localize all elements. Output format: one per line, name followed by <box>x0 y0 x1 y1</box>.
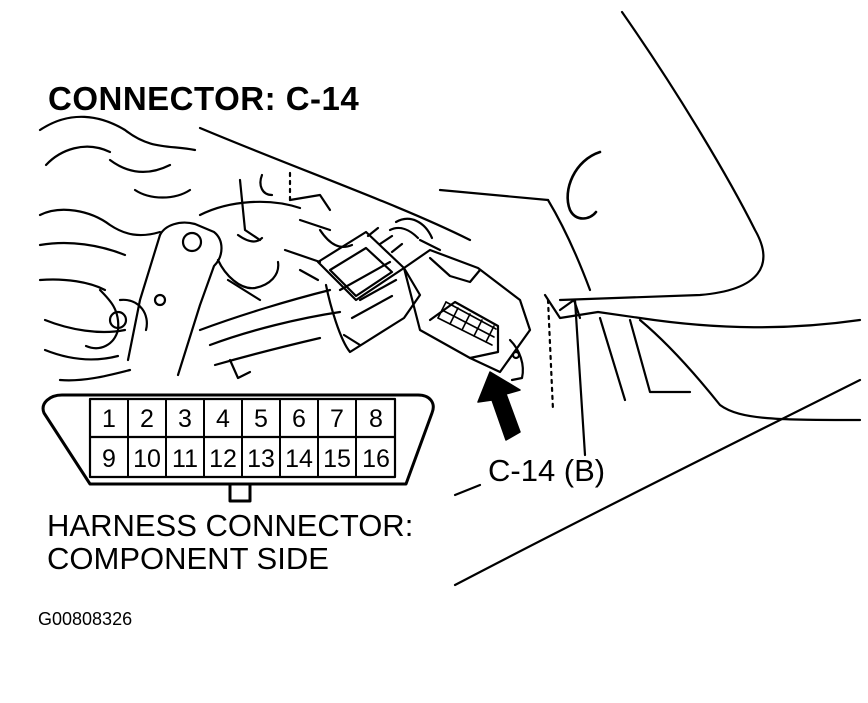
figure-id: G00808326 <box>38 609 133 629</box>
pin-label: 10 <box>133 445 161 473</box>
connector-label-line1: HARNESS CONNECTOR: <box>47 508 414 543</box>
pin-label: 15 <box>323 445 351 473</box>
pin-label: 9 <box>102 445 116 473</box>
connector-callout: C-14 (B) <box>488 453 606 488</box>
pin-label: 5 <box>254 405 268 433</box>
vehicle-linework <box>38 10 862 587</box>
pin-label: 6 <box>292 405 306 433</box>
pin-label: 11 <box>172 445 198 473</box>
connector-face <box>41 393 435 503</box>
pin-label: 7 <box>330 405 344 433</box>
pin-label: 1 <box>102 405 116 433</box>
pin-label: 8 <box>369 405 383 433</box>
pin-label: 12 <box>209 445 237 473</box>
connector-label-line2: COMPONENT SIDE <box>47 541 329 576</box>
diagram-title: CONNECTOR: C-14 <box>48 80 360 117</box>
pin-label: 3 <box>178 405 192 433</box>
pin-label: 13 <box>247 445 275 473</box>
pin-numbers: 1 2 3 4 5 6 7 8 9 10 11 12 13 14 15 16 <box>102 405 390 473</box>
pin-label: 14 <box>285 445 313 473</box>
pin-label: 4 <box>216 405 230 433</box>
pin-label: 2 <box>140 405 154 433</box>
pointer-arrow <box>477 371 521 441</box>
pin-label: 16 <box>362 445 390 473</box>
